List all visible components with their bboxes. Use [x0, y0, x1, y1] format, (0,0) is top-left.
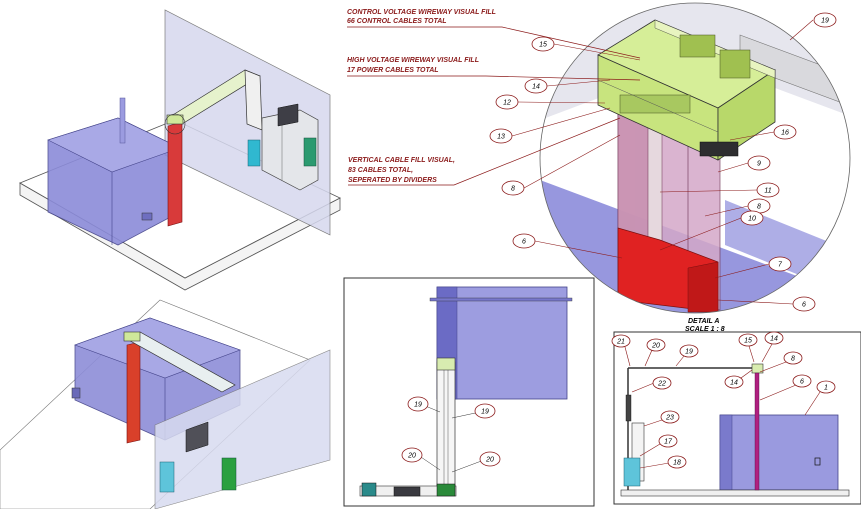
svg-text:8: 8 — [791, 356, 795, 363]
balloon: 12 — [495, 94, 606, 110]
balloon: 10 — [659, 210, 764, 251]
balloon: 19 — [789, 12, 837, 41]
svg-text:15: 15 — [539, 42, 547, 49]
balloon: 6 — [717, 296, 816, 312]
balloon: 8 — [759, 351, 803, 373]
svg-text:22: 22 — [657, 381, 666, 388]
svg-text:23: 23 — [665, 415, 674, 422]
svg-text:6: 6 — [522, 239, 526, 246]
balloon: 20 — [479, 451, 501, 467]
balloon: 20 — [401, 447, 423, 463]
balloon: 19 — [474, 403, 496, 419]
balloon: 21 — [611, 334, 631, 367]
svg-text:10: 10 — [748, 216, 756, 223]
detail-scale: SCALE 1 : 8 — [685, 326, 725, 333]
balloon: 7 — [714, 256, 792, 279]
svg-text:19: 19 — [685, 349, 693, 356]
balloon: 15 — [738, 333, 758, 363]
balloon: 20 — [644, 338, 666, 367]
balloon: 9 — [717, 155, 771, 173]
svg-text:12: 12 — [503, 100, 511, 107]
balloon: 15 — [531, 36, 641, 61]
detail-a — [539, 2, 851, 314]
balloon: 14 — [724, 369, 753, 389]
front-view — [343, 277, 595, 507]
svg-text:20: 20 — [407, 453, 416, 460]
svg-text:14: 14 — [770, 336, 778, 343]
balloon: 16 — [729, 124, 797, 141]
balloon: 8 — [501, 134, 621, 196]
svg-text:17: 17 — [664, 439, 673, 446]
balloon: 22 — [631, 376, 672, 393]
balloon: 14 — [761, 331, 784, 363]
balloon: 13 — [489, 107, 611, 144]
note-control-line2: 66 CONTROL CABLES TOTAL — [347, 18, 447, 25]
balloon: 19 — [675, 344, 699, 367]
svg-text:21: 21 — [616, 339, 625, 346]
svg-text:14: 14 — [730, 380, 738, 387]
note-control-line1: CONTROL VOLTAGE WIREWAY VISUAL FILL — [347, 9, 496, 16]
svg-text:11: 11 — [764, 188, 771, 195]
balloon: 18 — [639, 455, 687, 469]
svg-text:19: 19 — [481, 409, 489, 416]
balloon: 14 — [524, 78, 611, 94]
balloon: 11 — [659, 182, 780, 198]
svg-text:15: 15 — [744, 338, 752, 345]
note-hv-line1: HIGH VOLTAGE WIREWAY VISUAL FILL — [347, 57, 479, 64]
svg-text:8: 8 — [757, 204, 761, 211]
svg-text:8: 8 — [511, 186, 515, 193]
svg-text:19: 19 — [414, 402, 422, 409]
iso-view-bottom — [0, 299, 331, 510]
side-view — [613, 331, 861, 505]
balloon: 23 — [643, 410, 680, 427]
svg-text:14: 14 — [532, 84, 540, 91]
svg-text:1: 1 — [824, 385, 828, 392]
svg-text:6: 6 — [800, 379, 804, 386]
detail-title: DETAIL A — [688, 318, 719, 325]
balloon: 1 — [804, 380, 836, 416]
svg-text:18: 18 — [673, 460, 681, 467]
note-vert-line1: VERTICAL CABLE FILL VISUAL, — [348, 157, 455, 164]
note-vert-line2: 83 CABLES TOTAL, — [348, 167, 413, 174]
svg-text:16: 16 — [781, 130, 789, 137]
svg-text:19: 19 — [821, 18, 829, 25]
notes: CONTROL VOLTAGE WIREWAY VISUAL FILL 66 C… — [347, 9, 641, 186]
balloon: 19 — [407, 396, 429, 412]
balloon: 17 — [639, 434, 678, 457]
balloons: 19 15 14 12 13 16 9 11 8 10 8 6 7 6 19 1… — [401, 12, 837, 469]
iso-view-top — [19, 9, 341, 291]
svg-text:20: 20 — [651, 343, 660, 350]
svg-text:6: 6 — [802, 302, 806, 309]
svg-text:9: 9 — [757, 161, 761, 168]
balloon: 8 — [704, 198, 771, 217]
svg-text:13: 13 — [497, 134, 505, 141]
note-vert-line3: SEPERATED BY DIVIDERS — [348, 177, 437, 184]
svg-text:20: 20 — [485, 457, 494, 464]
svg-text:7: 7 — [778, 262, 783, 269]
balloon: 6 — [759, 374, 812, 401]
balloon: 6 — [512, 233, 623, 259]
note-hv-line2: 17 POWER CABLES TOTAL — [347, 67, 439, 74]
